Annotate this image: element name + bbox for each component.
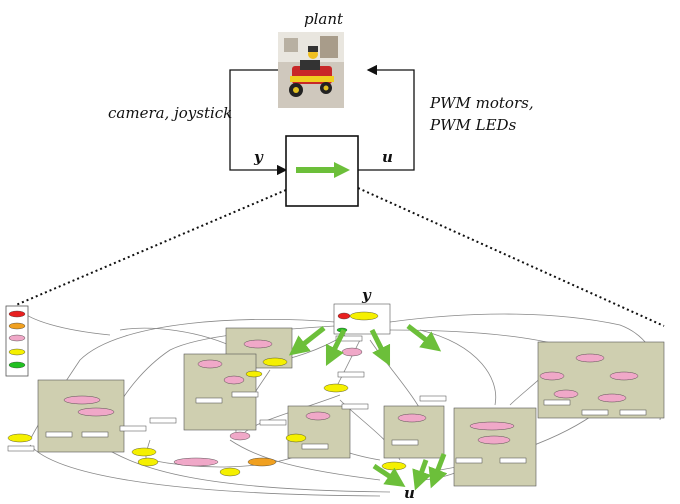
graph-box-node [455, 457, 483, 464]
graph-output-symbol-u: u [404, 484, 415, 502]
graph-node-red [337, 312, 351, 320]
graph-cluster [453, 407, 537, 487]
graph-cluster [37, 379, 125, 453]
graph-box-node [391, 439, 419, 446]
graph-node-yellow [245, 370, 263, 378]
graph-box-node [195, 397, 223, 404]
graph-box-node [499, 457, 527, 464]
graph-node-yellow [7, 433, 33, 443]
graph-box-node [231, 391, 259, 398]
graph-box-node [419, 395, 447, 402]
graph-box-node [119, 425, 147, 432]
graph-cluster [537, 341, 665, 419]
graph-node-pink [341, 347, 363, 357]
input-symbol-y: y [254, 148, 263, 166]
graph-node-yellow [219, 467, 241, 477]
graph-box-node [543, 399, 571, 406]
graph-node-pink [597, 393, 627, 403]
graph-cluster [383, 405, 445, 459]
graph-node-pink [609, 371, 639, 381]
graph-node-orange [247, 457, 277, 467]
output-symbol-u: u [382, 148, 393, 166]
graph-node-yellow [262, 357, 288, 367]
graph-box-node [81, 431, 109, 438]
graph-box-node [45, 431, 73, 438]
graph-node-pink [173, 457, 219, 467]
graph-node-pink [63, 395, 101, 405]
graph-box-node [7, 445, 35, 452]
graph-node-pink [477, 435, 511, 445]
graph-node-pink [77, 407, 115, 417]
graph-box-node [341, 403, 369, 410]
actuator-label-line2: PWM LEDs [430, 116, 517, 134]
zoom-line-left [15, 189, 287, 306]
legend-pink-node [8, 334, 26, 342]
legend-yellow-node [8, 348, 26, 356]
graph-node-pink [539, 371, 565, 381]
robot-photo [278, 32, 344, 108]
sensor-label: camera, joystick [108, 104, 233, 122]
graph-node-yellow [285, 433, 307, 443]
graph-node-pink [243, 339, 273, 349]
legend-orange-node [8, 322, 26, 330]
dataflow-arrows [288, 324, 448, 491]
plant-label: plant [304, 10, 344, 28]
graph-node-pink [305, 411, 331, 421]
graph-nodes [7, 311, 647, 477]
graph-node-pink [197, 359, 223, 369]
graph-box-node [619, 409, 647, 416]
graph-node-yellow [137, 457, 159, 467]
graph-box-node [581, 409, 609, 416]
graph-box-node [301, 443, 329, 450]
graph-node-pink [469, 421, 515, 431]
graph-node-pink [223, 375, 245, 385]
graph-node-pink [397, 413, 427, 423]
graph-node-yellow [131, 447, 157, 457]
graph-box-node [149, 417, 177, 424]
legend-red-node [8, 310, 26, 318]
graph-input-symbol-y: y [362, 286, 371, 304]
graph-box-node [337, 371, 365, 378]
graph-node-pink [229, 431, 251, 441]
graph-box-node [259, 419, 287, 426]
graph-node-yellow [349, 311, 379, 321]
robot-car-icon [278, 32, 344, 108]
actuator-label-line1: PWM motors, [430, 94, 534, 112]
graph-box-node [335, 335, 363, 342]
computation-graph [5, 303, 665, 497]
controller-arrow-head [334, 162, 350, 178]
graph-node-yellow [381, 461, 407, 471]
feedback-loop [229, 64, 415, 176]
graph-node-yellow [323, 383, 349, 393]
zoom-line-right [357, 187, 665, 327]
graph-node-pink [553, 389, 579, 399]
legend-green-node [8, 361, 26, 369]
graph-node-pink [575, 353, 605, 363]
